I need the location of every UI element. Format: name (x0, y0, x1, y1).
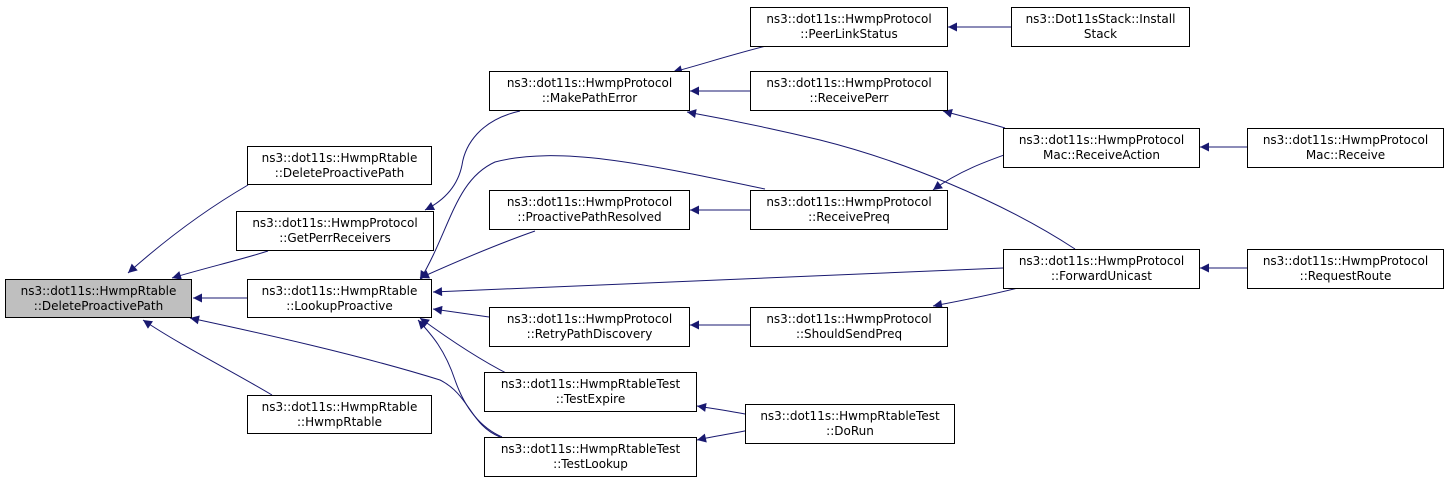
node-dot11sstack-installstack[interactable]: ns3::Dot11sStack::Install Stack (1011, 7, 1190, 47)
node-label-line2: ::TestLookup (553, 457, 628, 471)
node-label-line2: Mac::ReceiveAction (1043, 148, 1160, 162)
edge-proactivepathresolved-to-lookupproactive (419, 230, 536, 279)
node-label-line2: Mac::Receive (1305, 148, 1386, 162)
node-label-line2: ::ForwardUnicast (1051, 269, 1152, 283)
node-label-line2: ::RetryPathDiscovery (526, 327, 653, 341)
node-label-line1: ns3::dot11s::HwmpRtableTest (760, 409, 940, 423)
node-label-line1: ns3::dot11s::HwmpProtocol (506, 76, 673, 90)
edge-forwardunicast-to-makepatherror (686, 109, 1076, 250)
node-label-line1: ns3::dot11s::HwmpRtableTest (500, 442, 681, 456)
edge-testexpire-to-lookupproactive (419, 317, 511, 376)
node-hwmprtable-lookupproactive[interactable]: ns3::dot11s::HwmpRtable ::LookupProactiv… (247, 279, 432, 318)
node-label-line2: ::RequestRoute (1299, 269, 1392, 283)
node-label-line2: ::MakePathError (541, 91, 638, 105)
node-hwmpprotocol-receivepreq[interactable]: ns3::dot11s::HwmpProtocol ::ReceivePreq (750, 190, 948, 230)
node-hwmprtable-deleteproactivepath-root: ns3::dot11s::HwmpRtable ::DeleteProactiv… (5, 279, 192, 318)
node-hwmprtabletest-dorun[interactable]: ns3::dot11s::HwmpRtableTest ::DoRun (745, 404, 955, 444)
node-label-line1: ns3::dot11s::HwmpProtocol (766, 76, 932, 90)
node-hwmpprotocol-receiveperr[interactable]: ns3::dot11s::HwmpProtocol ::ReceivePerr (750, 71, 948, 111)
node-label-line1: ns3::dot11s::HwmpRtable (20, 283, 177, 298)
node-label-line1: ns3::dot11s::HwmpProtocol (766, 12, 932, 26)
node-label-line1: ns3::dot11s::HwmpProtocol (766, 312, 932, 326)
node-hwmpprotocol-getperrreceivers[interactable]: ns3::dot11s::HwmpProtocol ::GetPerrRecei… (236, 211, 434, 251)
node-label-line2: ::ProactivePathResolved (517, 210, 662, 224)
node-hwmpprotocol-shouldsendpreq[interactable]: ns3::dot11s::HwmpProtocol ::ShouldSendPr… (750, 307, 948, 347)
node-label-line1: ns3::dot11s::HwmpProtocol (1018, 254, 1185, 268)
node-hwmprtabletest-testexpire[interactable]: ns3::dot11s::HwmpRtableTest ::TestExpire (484, 372, 697, 412)
node-label-line1: ns3::dot11s::HwmpRtable (261, 150, 418, 165)
edge-deleteproactivepath2-to-root (127, 184, 249, 274)
node-label-line1: ns3::dot11s::HwmpProtocol (1018, 133, 1185, 147)
edge-receiveaction-to-receiveperr (942, 109, 1006, 129)
edge-peerlinkstatus-to-makepatherror (672, 44, 771, 75)
node-hwmpprotocol-proactivepathresolved[interactable]: ns3::dot11s::HwmpProtocol ::ProactivePat… (489, 190, 690, 230)
node-hwmprtable-hwmprtable[interactable]: ns3::dot11s::HwmpRtable ::HwmpRtable (247, 395, 432, 434)
node-label-line2: ::HwmpRtable (297, 414, 382, 429)
edge-receivepreq-to-lookupproactive (419, 155, 766, 281)
node-label-line2: ::DeleteProactivePath (33, 298, 164, 313)
node-label-line1: ns3::dot11s::HwmpRtable (261, 283, 418, 298)
node-label-line1: ns3::dot11s::HwmpProtocol (506, 312, 673, 326)
edge-forwardunicast-to-lookupproactive (432, 267, 1004, 297)
node-label-line2: ::DeleteProactivePath (274, 165, 405, 180)
node-hwmpprotocol-requestroute[interactable]: ns3::dot11s::HwmpProtocol ::RequestRoute (1247, 249, 1444, 289)
node-label-line1: ns3::Dot11sStack::Install (1025, 12, 1176, 26)
edge-getperrreceivers-to-root (171, 250, 269, 280)
node-label-line2: ::ReceivePreq (808, 210, 890, 224)
edge-retrypathdiscovery-to-lookupproactive (432, 305, 490, 318)
node-label-line1: ns3::dot11s::HwmpProtocol (1262, 254, 1429, 268)
node-label-line1: ns3::dot11s::HwmpProtocol (506, 195, 673, 209)
node-label-line1: ns3::dot11s::HwmpRtable (261, 399, 418, 414)
edge-testlookup-to-lookupproactive (417, 319, 503, 438)
node-label-line2: ::GetPerrReceivers (279, 231, 391, 245)
node-label-line2: ::ShouldSendPreq (795, 327, 903, 341)
node-hwmpprotocol-makepatherror[interactable]: ns3::dot11s::HwmpProtocol ::MakePathErro… (489, 71, 690, 111)
node-label-line1: ns3::dot11s::HwmpProtocol (766, 195, 932, 209)
edge-hwmprtable-to-root (142, 319, 273, 396)
node-label-line2: ::LookupProactive (286, 298, 393, 313)
node-label-line2: ::ReceivePerr (809, 91, 889, 105)
node-hwmpprotocolmac-receive[interactable]: ns3::dot11s::HwmpProtocol Mac::Receive (1247, 128, 1444, 168)
node-label-line1: ns3::dot11s::HwmpProtocol (1262, 133, 1429, 147)
node-hwmpprotocol-peerlinkstatus[interactable]: ns3::dot11s::HwmpProtocol ::PeerLinkStat… (750, 7, 948, 47)
node-label-line1: ns3::dot11s::HwmpProtocol (252, 216, 418, 230)
node-label-line2: ::PeerLinkStatus (800, 27, 898, 41)
edge-forwardunicast-to-shouldsendpreq (932, 287, 1019, 309)
node-label-line2: ::TestExpire (555, 392, 626, 406)
node-hwmprtable-deleteproactivepath[interactable]: ns3::dot11s::HwmpRtable ::DeleteProactiv… (247, 146, 432, 185)
edge-makepatherror-to-getperrreceivers (424, 110, 521, 211)
edge-dorun-to-testlookup (696, 429, 751, 443)
edge-dorun-to-testexpire (696, 403, 751, 416)
node-hwmpprotocolmac-receiveaction[interactable]: ns3::dot11s::HwmpProtocol Mac::ReceiveAc… (1003, 128, 1200, 168)
node-label-line2: Stack (1083, 27, 1118, 41)
node-label-line2: ::DoRun (826, 424, 874, 438)
node-hwmpprotocol-retrypathdiscovery[interactable]: ns3::dot11s::HwmpProtocol ::RetryPathDis… (489, 307, 690, 347)
node-hwmprtabletest-testlookup[interactable]: ns3::dot11s::HwmpRtableTest ::TestLookup (484, 437, 697, 477)
node-hwmpprotocol-forwardunicast[interactable]: ns3::dot11s::HwmpProtocol ::ForwardUnica… (1003, 249, 1200, 289)
node-label-line1: ns3::dot11s::HwmpRtableTest (500, 377, 681, 391)
